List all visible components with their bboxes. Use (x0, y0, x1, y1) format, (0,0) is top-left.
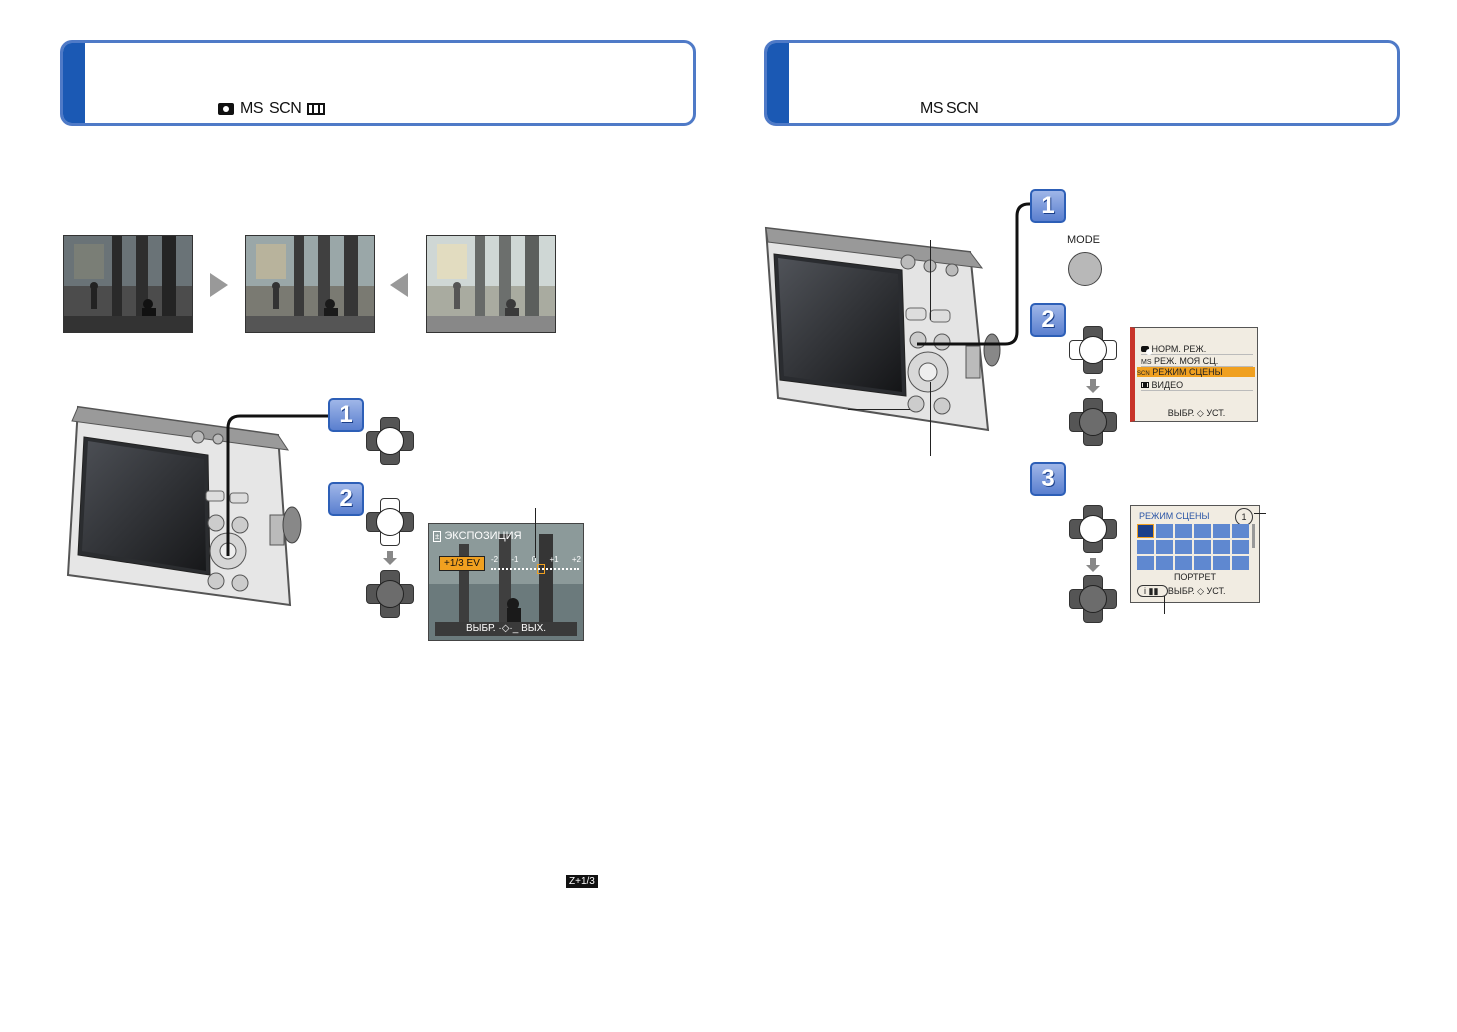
mode-button (1068, 252, 1102, 286)
scene-icon (1156, 524, 1173, 538)
step-badge-2: 2 (328, 482, 364, 516)
scene-icon-portrait-selected (1137, 524, 1154, 538)
step-badge-3: 3 (1030, 462, 1066, 496)
dpad-updown-icon (1069, 326, 1117, 374)
scene-icon (1194, 524, 1211, 538)
mode-button-label: MODE (1067, 234, 1100, 246)
exposure-slider (491, 568, 579, 572)
film-icon (307, 103, 326, 115)
scene-icon (1156, 540, 1173, 554)
dpad-all-icon (1069, 505, 1117, 553)
scene-icon (1156, 556, 1173, 570)
scn-mode-label: SCN (269, 100, 302, 117)
callout-line (930, 382, 931, 456)
down-arrow-icon (383, 551, 397, 565)
scene-icon (1232, 524, 1249, 538)
dpad-center-icon (366, 570, 414, 618)
left-arrow-icon (390, 273, 408, 297)
ms-mode-label: MS (920, 100, 944, 117)
scene-icon (1137, 540, 1154, 554)
camera-icon (1141, 346, 1152, 355)
exposure-slider-marker (537, 564, 545, 574)
scene-icon (1213, 556, 1230, 570)
step-badge-1: 1 (1030, 189, 1066, 223)
step-badge-1: 1 (328, 398, 364, 432)
callout-line (1254, 513, 1266, 514)
connector-line (917, 202, 1035, 346)
left-header-tab (63, 43, 85, 123)
exposure-value: +1/3 EV (439, 556, 485, 571)
scene-icon (1194, 556, 1211, 570)
camera-icon (218, 103, 234, 115)
scene-icon (1213, 540, 1230, 554)
scene-icon (1175, 556, 1192, 570)
ms-mode-label: MS (240, 100, 264, 117)
connector-line (226, 414, 332, 556)
left-mode-icons: MS SCN (218, 100, 326, 118)
callout-line (848, 409, 910, 410)
photo-correct (245, 235, 375, 333)
menu-footer: ВЫБР. ◇ УСТ. (1167, 408, 1226, 418)
scene-illustration (64, 236, 192, 332)
exposure-scale: -2 -1 0 +1 +2 (491, 555, 581, 564)
scene-icon (1194, 540, 1211, 554)
down-arrow-icon (1086, 558, 1100, 572)
camera-illustration (764, 226, 1001, 432)
callout-line (535, 508, 536, 558)
right-header-tab (767, 43, 789, 123)
scene-icon (1175, 524, 1192, 538)
menu-item-selected: SCN РЕЖИМ СЦЕНЫ (1137, 367, 1255, 377)
menu-item: НОРМ. РЕЖ. (1141, 344, 1253, 355)
scene-scrollbar (1252, 524, 1255, 548)
scene-icon (1213, 524, 1230, 538)
camera-illustration (66, 405, 302, 607)
exposure-footer: ВЫБР. ·◇·_ ВЫХ. (435, 622, 577, 636)
exposure-lcd: ±ЭКСПОЗИЦИЯ +1/3 EV -2 -1 0 +1 +2 ВЫБР. … (428, 523, 584, 641)
right-header-box (764, 40, 1400, 126)
step-badge-2: 2 (1030, 303, 1066, 337)
scene-icon-grid (1137, 524, 1249, 570)
menu-item: ВИДЕО (1141, 380, 1253, 391)
scene-icon (1232, 540, 1249, 554)
callout-line (930, 240, 931, 320)
right-arrow-icon (210, 273, 228, 297)
right-mode-icons: MS SCN (920, 100, 979, 118)
lcd-background (429, 524, 583, 640)
scene-icon (1137, 556, 1154, 570)
dpad-leftright-icon (366, 498, 414, 546)
film-icon (1141, 382, 1149, 388)
scene-menu-screen: РЕЖИМ СЦЕНЫ 1 ПОРТРЕТ i ▮▮ ВЫБР. ◇ УСТ. (1130, 505, 1260, 603)
dpad-center-icon (1069, 398, 1117, 446)
scene-icon (1175, 540, 1192, 554)
callout-line (1164, 596, 1165, 614)
scene-illustration (246, 236, 374, 332)
scene-illustration (427, 236, 555, 332)
exposure-title: ±ЭКСПОЗИЦИЯ (433, 530, 522, 542)
down-arrow-icon (1086, 379, 1100, 393)
scn-mode-label: SCN (946, 100, 979, 117)
scene-menu-title: РЕЖИМ СЦЕНЫ (1139, 511, 1210, 521)
photo-underexposed (63, 235, 193, 333)
left-header-box (60, 40, 696, 126)
dpad-up-icon (366, 417, 414, 465)
photo-overexposed (426, 235, 556, 333)
scene-footer: i ▮▮ ВЫБР. ◇ УСТ. (1137, 585, 1255, 597)
exposure-indicator-icon: Z+1/3 (566, 875, 598, 888)
info-icon: i ▮▮ (1137, 585, 1168, 597)
scene-icon (1232, 556, 1249, 570)
scene-selected-name: ПОРТРЕТ (1173, 572, 1217, 582)
mode-menu-screen: НОРМ. РЕЖ. MS РЕЖ. МОЯ СЦ. SCN РЕЖИМ СЦЕ… (1130, 327, 1258, 422)
menu-item: MS РЕЖ. МОЯ СЦ. (1141, 356, 1253, 367)
dpad-center-icon (1069, 575, 1117, 623)
